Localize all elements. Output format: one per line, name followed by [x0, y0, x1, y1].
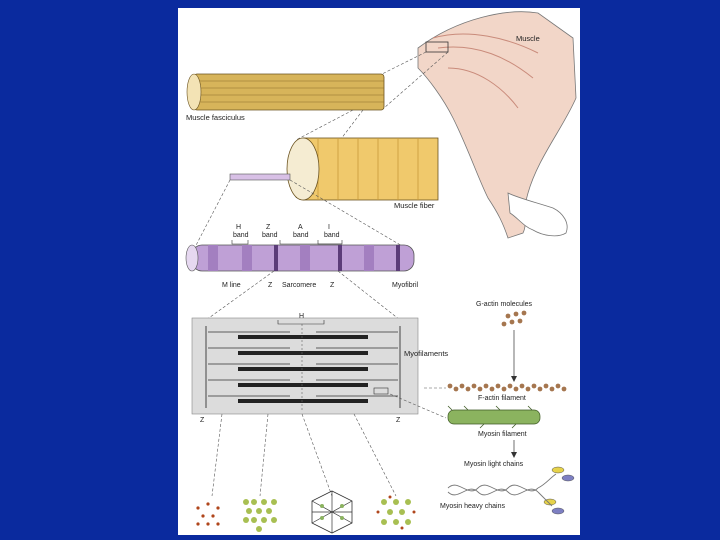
- label-z-bottom-right: Z: [396, 417, 401, 424]
- label-g-actin: G-actin molecules: [476, 301, 533, 308]
- label-h-zone: H: [299, 313, 304, 320]
- label-h-band-1: H: [236, 224, 241, 231]
- cross-section-mixed: [377, 496, 416, 530]
- label-z-band-2: band: [262, 232, 278, 239]
- label-z-band-1: Z: [266, 224, 271, 231]
- cross-section-lattice: [312, 491, 352, 533]
- label-myofibril: Myofibril: [392, 282, 419, 289]
- myofilaments-illustration: [192, 318, 418, 414]
- label-i-band-1: I: [328, 224, 330, 231]
- muscle-fasciculus-illustration: [187, 74, 384, 110]
- muscle-fiber-illustration: [230, 138, 438, 200]
- cross-section-actin: [196, 502, 219, 525]
- label-myosin-heavy: Myosin heavy chains: [440, 503, 505, 510]
- label-a-band-1: A: [298, 224, 303, 231]
- label-i-band-2: band: [324, 232, 340, 239]
- f-actin-filament: [424, 384, 566, 392]
- arm-illustration: [418, 12, 576, 238]
- label-fiber: Muscle fiber: [394, 201, 435, 210]
- cross-section-overlap: [243, 499, 277, 532]
- muscle-structure-diagram: Muscle Muscle fasciculus Muscle fiber H …: [178, 8, 580, 535]
- label-muscle: Muscle: [516, 34, 540, 43]
- label-myofilaments: Myofilaments: [404, 349, 448, 358]
- label-fasciculus: Muscle fasciculus: [186, 113, 245, 122]
- label-m-line: M line: [222, 282, 241, 289]
- label-myosin-filament: Myosin filament: [478, 431, 527, 438]
- label-myosin-light: Myosin light chains: [464, 461, 524, 468]
- diagram-panel: Muscle Muscle fasciculus Muscle fiber H …: [178, 8, 580, 535]
- label-sarcomere: Sarcomere: [282, 282, 316, 289]
- myosin-filament: [448, 406, 540, 428]
- label-f-actin: F-actin filament: [478, 395, 526, 402]
- label-z-right: Z: [330, 282, 335, 289]
- label-z-left: Z: [268, 282, 273, 289]
- label-a-band-2: band: [293, 232, 309, 239]
- g-actin-molecules: [502, 311, 527, 327]
- label-z-bottom-left: Z: [200, 417, 205, 424]
- myofibril-illustration: [186, 245, 414, 271]
- label-h-band-2: band: [233, 232, 249, 239]
